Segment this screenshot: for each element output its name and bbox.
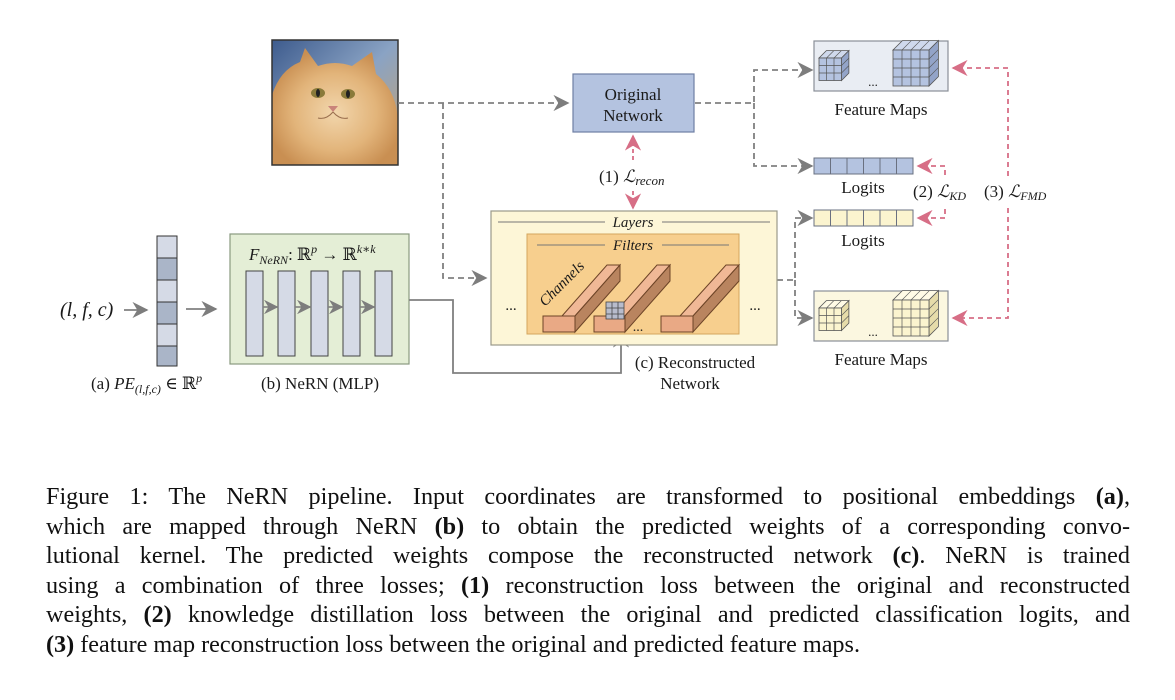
cat-image	[271, 39, 399, 166]
loss-arrows	[916, 59, 1009, 327]
recon-loss-prefix: (1)	[599, 167, 623, 186]
feature-map-cube	[818, 299, 850, 332]
reconstructed-label-line1: (c) Reconstructed	[635, 353, 756, 372]
filters-ellipsis: ...	[633, 320, 644, 335]
feature-map-cube	[818, 49, 850, 82]
feature-maps-ellipsis: ...	[868, 324, 878, 339]
logits-top-label: Logits	[841, 178, 884, 197]
caption-line: which are mapped through NeRN (b) to obt…	[46, 512, 1130, 542]
original-network-line1: Original	[605, 85, 662, 104]
caption-text: ,	[1123, 483, 1130, 510]
caption-reference: (2)	[143, 601, 172, 628]
original-network-box: Original Network	[572, 73, 695, 133]
logit-cell	[813, 209, 831, 227]
caption-line: (3) feature map reconstruction loss betw…	[46, 630, 1130, 660]
kd-loss-label: (2) ℒKD	[913, 182, 966, 203]
logits-original: Logits	[813, 157, 914, 197]
caption-text: feature map reconstruction loss between …	[74, 630, 860, 658]
nern-pipeline-figure: Original Network (1) ℒrecon (l, f, c) (a…	[60, 39, 1047, 396]
layers-label: Layers	[612, 215, 654, 231]
input-coordinates: (l, f, c)	[60, 299, 114, 321]
caption-line: lutional kernel. The predicted weights c…	[46, 541, 1130, 571]
caption-line: using a combination of three losses; (1)…	[46, 571, 1130, 601]
logits-reconstructed: Logits	[813, 209, 914, 250]
caption-line: Figure 1: The NeRN pipeline. Input coord…	[46, 482, 1130, 512]
caption-text: which are mapped through NeRN	[46, 512, 435, 540]
mlp-label: (b) NeRN (MLP)	[261, 374, 379, 393]
recon-loss: (1) ℒrecon	[599, 134, 664, 210]
filter-prism	[542, 263, 622, 334]
forward-flow-arrows	[398, 61, 814, 327]
caption-reference: (b)	[434, 512, 465, 540]
kernel-grid	[605, 301, 625, 320]
caption-line: weights, (2) knowledge distillation loss…	[46, 600, 1130, 630]
weight-prediction-arrow	[409, 299, 630, 374]
logit-cell	[879, 209, 897, 227]
original-network-line2: Network	[603, 106, 663, 125]
logits-bottom-label: Logits	[841, 231, 884, 250]
nern-mlp-box: FNeRN: ℝp → ℝk∗k (b) NeRN (MLP)	[229, 233, 410, 393]
caption-text: using a combination of three losses;	[46, 571, 461, 599]
recon-loss-symbol: ℒ	[623, 167, 636, 186]
input-embedding: (l, f, c) (a) PE(l,f,c) ∈ ℝp	[60, 235, 218, 396]
pe-label: (a) PE(l,f,c) ∈ ℝp	[91, 371, 202, 396]
caption-text: to obtain the predicted weights of a cor…	[464, 512, 1130, 540]
caption-text: . NeRN is trained	[919, 542, 1131, 569]
pe-vector	[156, 235, 178, 367]
caption-reference: (a)	[1095, 483, 1124, 510]
feature-maps-top-label: Feature Maps	[834, 100, 927, 119]
figure-caption: Figure 1: The NeRN pipeline. Input coord…	[46, 482, 1130, 659]
logit-cell	[896, 157, 914, 175]
feature-map-cube	[892, 39, 940, 87]
logit-cell	[863, 157, 881, 175]
recon-loss-subscript: recon	[635, 173, 664, 188]
mlp-layers	[245, 270, 393, 357]
logit-cell	[879, 157, 897, 175]
caption-reference: (1)	[461, 571, 490, 599]
reconstructed-network: Layers ... ... Filters Channels ...	[490, 210, 778, 393]
logit-cell	[896, 209, 914, 227]
logit-cell	[846, 157, 864, 175]
reconstructed-label-line2: Network	[660, 374, 720, 393]
logit-cell	[813, 157, 831, 175]
filter-prism	[660, 263, 741, 334]
logit-cell	[846, 209, 864, 227]
caption-text: Figure 1: The NeRN pipeline. Input coord…	[46, 483, 1096, 510]
layers-ellipsis-left: ...	[505, 298, 516, 314]
filters-label: Filters	[612, 238, 653, 254]
caption-reference: (3)	[46, 630, 75, 658]
caption-text: weights,	[46, 601, 144, 628]
caption-text: knowledge distillation loss between the …	[171, 601, 1130, 628]
logit-cell	[830, 209, 848, 227]
caption-text: reconstruction loss between the original…	[489, 571, 1131, 599]
caption-text: lutional kernel. The predicted weights c…	[46, 542, 893, 569]
mlp-formula: FNeRN: ℝp → ℝk∗k	[248, 242, 376, 267]
caption-reference: (c)	[892, 542, 920, 569]
feature-map-cube	[892, 289, 940, 337]
logit-cell	[863, 209, 881, 227]
feature-maps-bottom-label: Feature Maps	[834, 350, 927, 369]
svg-text:(1) ℒrecon: (1) ℒrecon	[599, 167, 664, 188]
feature-maps-ellipsis: ...	[868, 74, 878, 89]
logit-cell	[830, 157, 848, 175]
fmd-loss-label: (3) ℒFMD	[984, 182, 1047, 203]
layers-ellipsis-right: ...	[749, 298, 760, 314]
